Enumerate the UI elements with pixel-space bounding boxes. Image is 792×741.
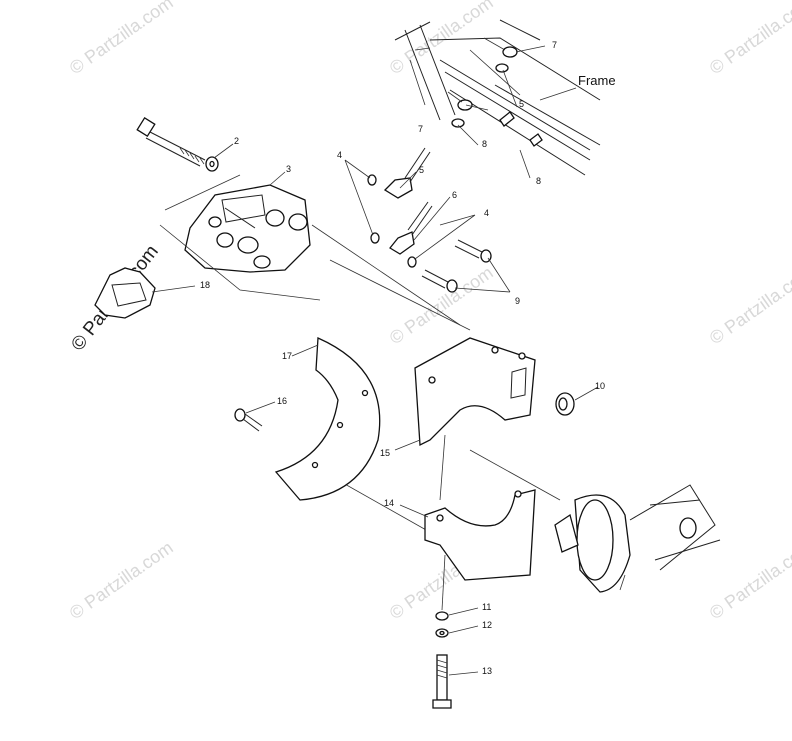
callout-10: 10 bbox=[595, 381, 605, 391]
callout-5-rod: 5 bbox=[419, 165, 424, 175]
callout-17: 17 bbox=[282, 351, 292, 361]
brake-pad bbox=[94, 267, 156, 319]
frame-label: Frame bbox=[578, 73, 616, 88]
callout-15: 15 bbox=[380, 448, 390, 458]
callout-9: 9 bbox=[515, 296, 520, 306]
watermark-4: © Partzilla.com bbox=[386, 262, 497, 348]
callout-16: 16 bbox=[277, 396, 287, 406]
watermark-3: © Partzilla.com bbox=[706, 0, 792, 78]
callout-4-upper: 4 bbox=[337, 150, 342, 160]
brake-caliper bbox=[184, 184, 311, 273]
watermark-5: © Partzilla.com bbox=[706, 262, 792, 348]
callout-3: 3 bbox=[286, 164, 291, 174]
watermark-8: © Partzilla.com bbox=[706, 537, 792, 623]
shield-screw bbox=[234, 408, 263, 432]
watermark-1: © Partzilla.com bbox=[66, 0, 177, 78]
callout-7-top: 7 bbox=[552, 40, 557, 50]
callout-11: 11 bbox=[482, 602, 491, 612]
callout-14: 14 bbox=[384, 498, 394, 508]
bracket-upper bbox=[414, 337, 536, 447]
callout-leaders bbox=[151, 45, 599, 676]
frame-hardware bbox=[447, 37, 543, 147]
bushing bbox=[555, 392, 575, 416]
callout-2: 2 bbox=[234, 136, 239, 146]
callout-5-frame: 5 bbox=[519, 99, 524, 109]
callout-7-mid: 7 bbox=[418, 124, 423, 134]
callout-18: 18 bbox=[200, 280, 210, 290]
callout-numbers: 2 3 4 4 5 5 6 7 7 8 8 9 10 11 12 13 14 1… bbox=[200, 40, 605, 676]
callout-6: 6 bbox=[452, 190, 457, 200]
callout-8-right: 8 bbox=[536, 176, 541, 186]
caliper-bolt bbox=[136, 116, 219, 172]
bracket-lower bbox=[424, 489, 536, 581]
callout-12: 12 bbox=[482, 620, 492, 630]
callout-8-left: 8 bbox=[482, 139, 487, 149]
watermark-6: © Partzilla.com bbox=[66, 537, 177, 623]
callout-13: 13 bbox=[482, 666, 492, 676]
watermark-2: © Partzilla.com bbox=[386, 0, 497, 78]
bottom-hardware bbox=[432, 611, 452, 709]
axle-housing bbox=[554, 484, 721, 593]
brake-shield bbox=[274, 337, 381, 501]
callout-4-lower: 4 bbox=[484, 208, 489, 218]
frame-structure bbox=[394, 19, 601, 176]
